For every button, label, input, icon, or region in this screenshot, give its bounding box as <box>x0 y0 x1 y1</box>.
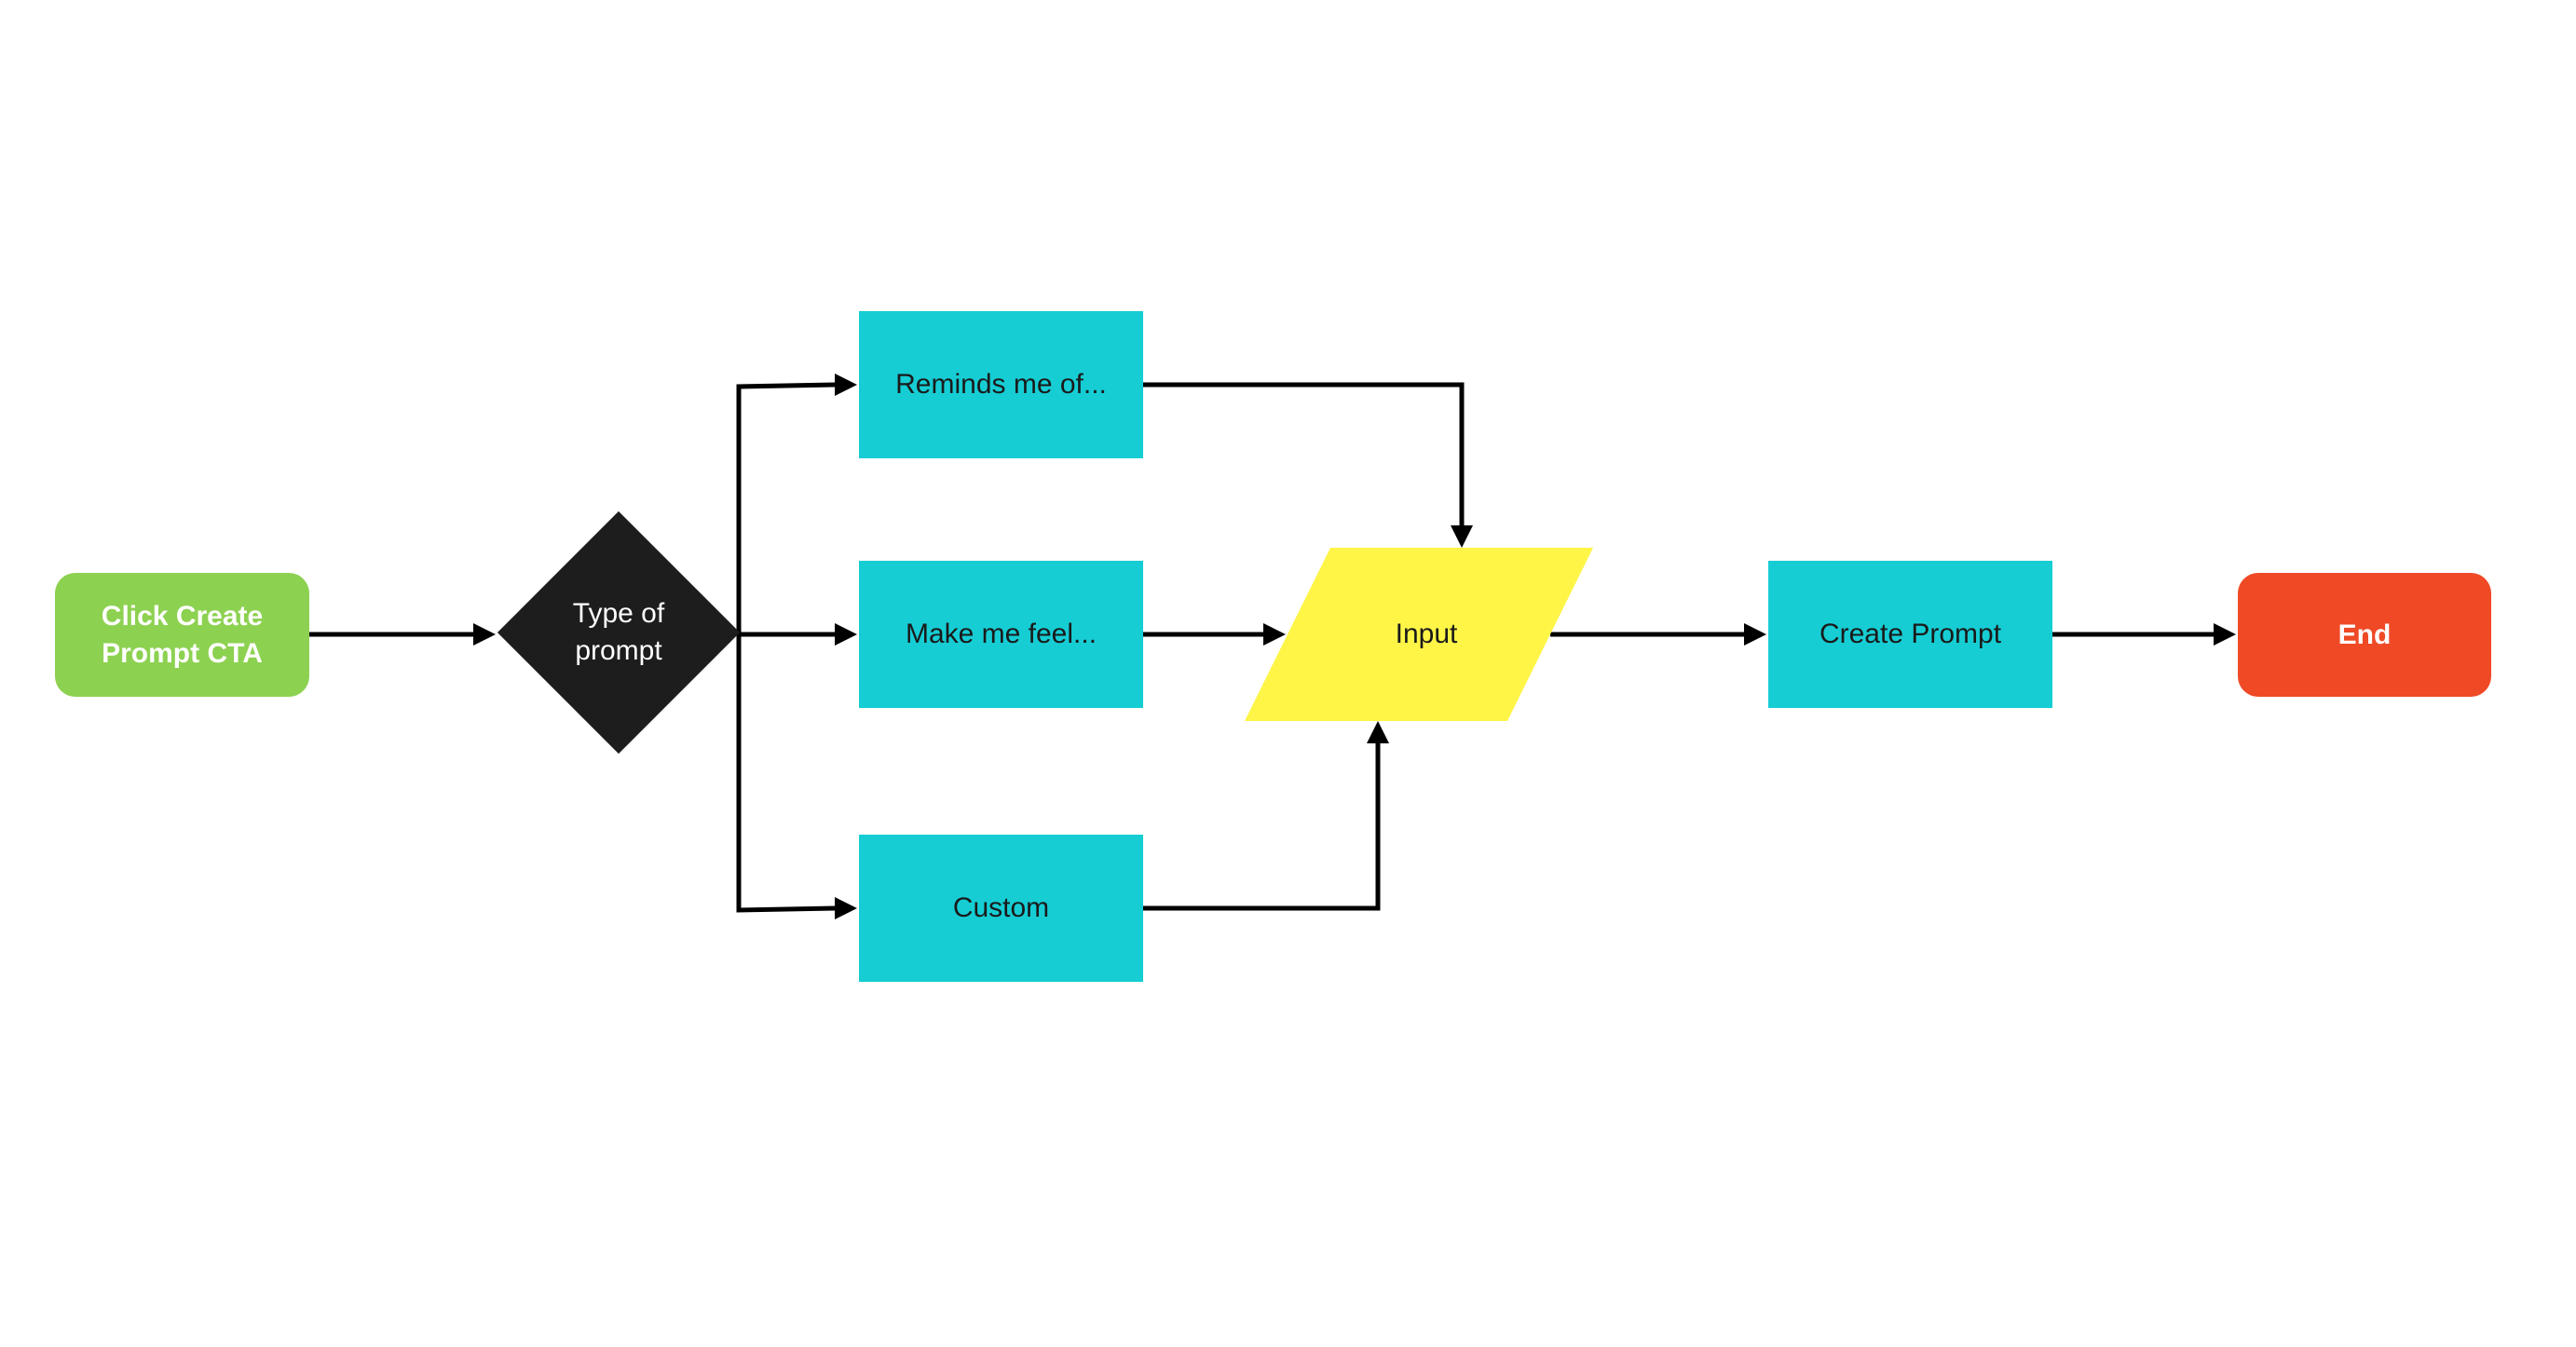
arrowhead-input-to-create <box>1744 623 1766 646</box>
end-node-label: End <box>2337 619 2392 650</box>
edge-reminds-to-input <box>1143 382 1465 526</box>
arrowhead-reminds-to-input <box>1451 525 1473 548</box>
input-data-node[interactable]: Input <box>1245 548 1593 721</box>
reminds-node-label: Reminds me of... <box>895 369 1107 400</box>
arrowhead-decision-to-custom <box>835 897 857 919</box>
input-node-label: Input <box>1395 619 1458 649</box>
input-parallelogram-fill <box>1245 548 1593 721</box>
decision-node-label: Type of prompt <box>572 598 665 666</box>
arrowhead-create-to-end <box>2214 623 2236 646</box>
start-node-label: Click Create Prompt CTA <box>101 600 264 669</box>
edge-custom-to-input <box>1143 742 1381 911</box>
decision-node[interactable]: Type of prompt <box>497 510 741 755</box>
custom-node-label: Custom <box>952 892 1050 923</box>
end-terminal-node[interactable]: End <box>2238 573 2491 697</box>
create-prompt-process-node[interactable]: Create Prompt <box>1768 561 2052 708</box>
feel-node-label: Make me feel... <box>905 619 1097 649</box>
start-terminal-node[interactable]: Click Create Prompt CTA <box>55 573 309 697</box>
create-node-label: Create Prompt <box>1819 619 2002 649</box>
arrowhead-start-to-decision <box>473 623 496 646</box>
custom-process-node[interactable]: Custom <box>859 835 1143 982</box>
edge-decision-to-reminds <box>736 382 837 634</box>
arrowhead-feel-to-input <box>1263 623 1286 646</box>
reminds-me-of-process-node[interactable]: Reminds me of... <box>859 311 1143 458</box>
arrowhead-custom-to-input <box>1367 721 1389 743</box>
arrowhead-decision-to-reminds <box>835 374 857 396</box>
edge-decision-to-custom <box>736 634 837 913</box>
make-me-feel-process-node[interactable]: Make me feel... <box>859 561 1143 708</box>
input-parallelogram-shape <box>1245 548 1593 721</box>
arrowhead-decision-to-feel <box>835 623 857 646</box>
